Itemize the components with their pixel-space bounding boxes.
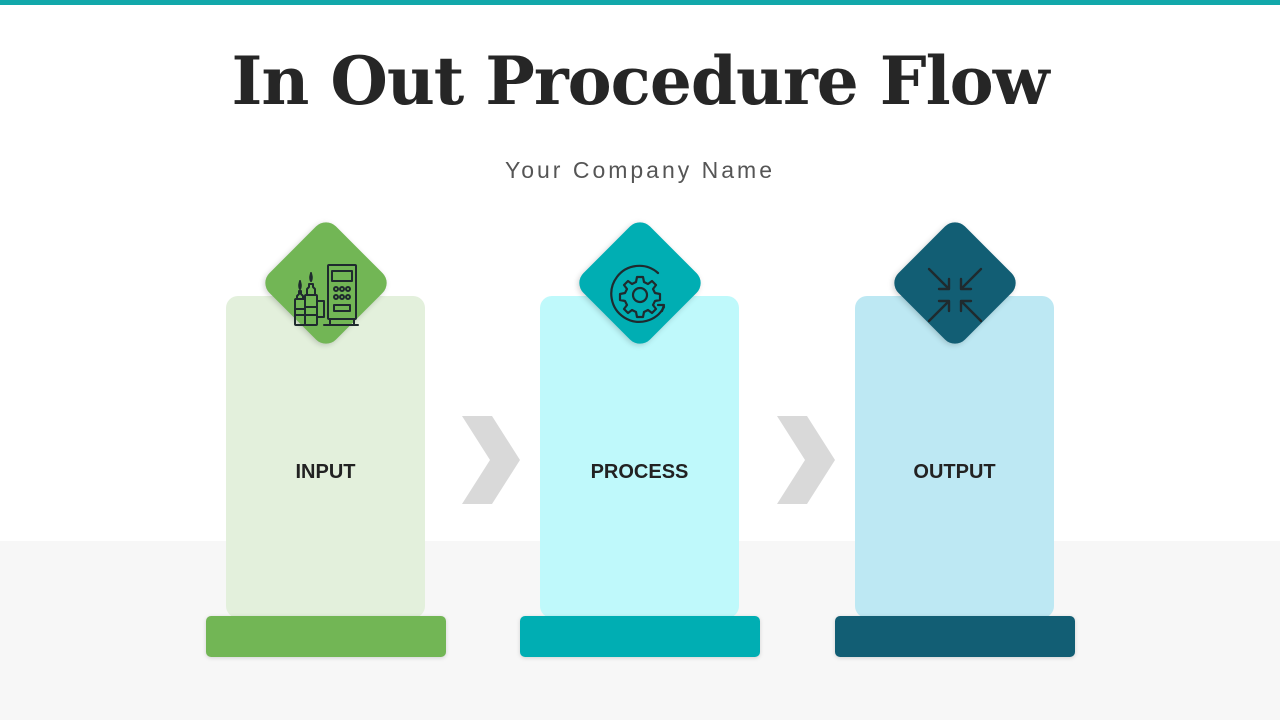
company-name-subtitle: Your Company Name xyxy=(504,157,776,183)
flow-chevron-arrow xyxy=(777,416,835,504)
stage-label: INPUT xyxy=(295,461,356,483)
compress-arrows-icon xyxy=(927,267,983,323)
gear-cycle-icon xyxy=(610,264,666,323)
top-accent-bar xyxy=(0,0,1280,5)
stage-base xyxy=(206,616,446,657)
stage-process: PROCESS xyxy=(520,0,760,720)
stage-input: INPUT xyxy=(206,0,446,720)
chevron-shape xyxy=(462,416,520,504)
stage-card xyxy=(540,296,739,618)
stage-card xyxy=(226,296,425,618)
factory-bottles-icon xyxy=(294,264,359,326)
stage-label: PROCESS xyxy=(590,461,689,483)
stage-card xyxy=(855,296,1054,618)
stage-base xyxy=(835,616,1075,657)
stage-base xyxy=(520,616,760,657)
stage-output: OUTPUT xyxy=(835,0,1075,720)
stage-label: OUTPUT xyxy=(913,461,996,483)
page-title: In Out Procedure Flow xyxy=(231,42,1049,120)
chevron-shape xyxy=(777,416,835,504)
flow-chevron-arrow xyxy=(462,416,520,504)
